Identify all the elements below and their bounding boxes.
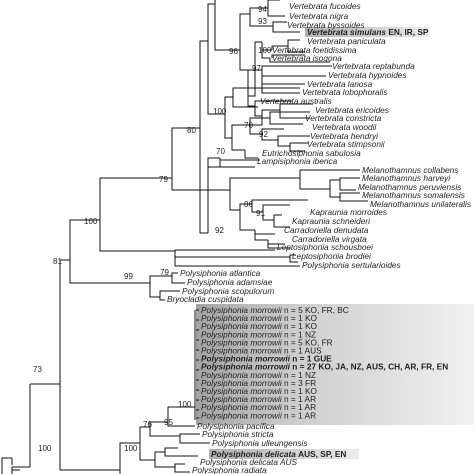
- bootstrap-value: 96: [229, 47, 238, 56]
- bootstrap-value: 99: [124, 272, 133, 281]
- bootstrap-value: 93: [258, 17, 267, 26]
- taxon-polysiphonia-stricta: Polysiphonia stricta: [202, 429, 274, 439]
- taxon-vertebrata-isogona: Vertebrata isogona: [272, 53, 342, 63]
- bootstrap-value: 91: [256, 209, 265, 218]
- taxon-polysiphonia-morrowii: Polysiphonia morrowii n = 1 AR: [201, 410, 316, 420]
- taxon-polysiphonia-pacifica: Polysiphonia pacifica: [197, 421, 275, 431]
- taxon-polysiphonia-ulleungensis: Polysiphonia ulleungensis: [212, 438, 307, 448]
- taxon-bryocladia-cuspidata: Bryocladia cuspidata: [167, 294, 244, 304]
- bootstrap-value: 80: [187, 126, 196, 135]
- taxon-polysiphonia-morrowii: Polysiphonia morrowii n = 27 KO, JA, NZ,…: [201, 362, 448, 372]
- taxon-vertebrata-foetidissima: Vertebrata foetidissima: [272, 45, 357, 55]
- taxon-polysiphonia-adamsiae: Polysiphonia adamsiae: [187, 277, 273, 287]
- taxon-melanothamnus-peruviensis: Melanothamnus peruviensis: [358, 182, 461, 192]
- taxon-melanothamnus-collabens: Melanothamnus collabens: [362, 165, 458, 175]
- bootstrap-value: 73: [33, 365, 42, 374]
- taxon-kapraunia-schneideri: Kapraunia schneideri: [292, 216, 371, 226]
- taxon-vertebrata-stimpsonii: Vertebrata stimpsonii: [307, 139, 386, 149]
- taxon-polysiphonia-delicata-1: Polysiphonia delicata AUS, SP, EN: [211, 449, 346, 459]
- bootstrap-value: 100: [84, 217, 98, 226]
- taxon-vertebrata-byssoides: Vertebrata byssoides: [287, 20, 365, 30]
- taxon-lampisiphonia-iberica: Lampisiphonia iberica: [257, 156, 338, 166]
- bootstrap-value: 81: [53, 257, 62, 266]
- taxon-polysiphonia-morrowii: Polysiphonia morrowii n = 1 AR: [201, 402, 316, 412]
- taxon-polysiphonia-morrowii: Polysiphonia morrowii n = 1 KO: [201, 386, 318, 396]
- taxon-vertebrata-australis: Vertebrata australis: [260, 96, 332, 106]
- taxon-leptosiphonia-schousboei: Leptosiphonia schousboei: [277, 242, 374, 252]
- bootstrap-value: 100: [178, 400, 192, 409]
- taxon-vertebrata-reptabunda: Vertebrata reptabunda: [332, 61, 415, 71]
- taxon-polysiphonia-morrowii: Polysiphonia morrowii n = 1 KO: [201, 321, 318, 331]
- taxon-labels: Vertebrata fucoides Vertebrata nigra Ver…: [167, 1, 471, 474]
- bootstrap-value: 79: [159, 175, 168, 184]
- taxon-polysiphonia-morrowii: Polysiphonia morrowii n = 1 AUS: [201, 346, 322, 356]
- taxon-polysiphonia-morrowii: Polysiphonia morrowii n = 1 NZ: [201, 329, 316, 339]
- morrowii-rows: Polysiphonia morrowii n = 5 KO, FR, BCPo…: [201, 305, 448, 420]
- taxon-kapraunia-morroides: Kapraunia morroides: [310, 207, 387, 217]
- taxon-vertebrata-ericoides: Vertebrata ericoides: [315, 105, 389, 115]
- taxon-vertebrata-lobophoralis: Vertebrata lobophoralis: [302, 87, 387, 97]
- bootstrap-value: 76: [143, 420, 152, 429]
- taxon-vertebrata-simulans: Vertebrata simulans EN, IR, SP: [307, 27, 429, 37]
- taxon-polysiphonia-morrowii: Polysiphonia morrowii n = 1 KO: [201, 313, 318, 323]
- bootstrap-value: 100: [213, 107, 227, 116]
- highlight-morrowii-clade: [196, 304, 474, 425]
- bootstrap-value: 79: [160, 268, 169, 277]
- bootstrap-value: 100: [38, 444, 52, 453]
- highlight-delicata: [209, 449, 359, 459]
- bootstrap-value: 100: [124, 444, 138, 453]
- taxon-leptosiphonia-brodiei: Leptosiphonia brodiei: [292, 251, 372, 261]
- bootstrap-value: 100: [258, 46, 272, 55]
- bootstrap-value: 94: [258, 5, 267, 14]
- taxon-polysiphonia-radiata: Polysiphonia radiata: [192, 465, 267, 474]
- taxon-melanothamnus-unilateralis: Melanothamnus unilateralis: [370, 199, 471, 209]
- taxon-polysiphonia-morrowii: Polysiphonia morrowii n = 5 KO, FR, BC: [201, 305, 349, 315]
- taxon-vertebrata-fucoides: Vertebrata fucoides: [289, 1, 361, 11]
- taxon-polysiphonia-morrowii: Polysiphonia morrowii n = 1 AR: [201, 394, 316, 404]
- bootstrap-value: 86: [244, 200, 253, 209]
- taxon-vertebrata-nigra: Vertebrata nigra: [289, 11, 349, 21]
- taxon-polysiphonia-morrowii: Polysiphonia morrowii n = 5 KO, FR: [201, 337, 333, 347]
- taxon-vertebrata-hypnoides: Vertebrata hypnoides: [328, 70, 407, 80]
- bootstrap-value: 92: [259, 130, 268, 139]
- taxon-melanothamnus-somalensis: Melanothamnus somalensis: [362, 190, 465, 200]
- bootstrap-value: 70: [216, 147, 225, 156]
- highlight-simulans: [305, 27, 430, 37]
- taxon-polysiphonia-sertularioides: Polysiphonia sertularioides: [302, 260, 401, 270]
- tree-branches: [1, 0, 368, 474]
- taxon-polysiphonia-morrowii: Polysiphonia morrowii n = 1 GUE: [201, 354, 332, 364]
- bootstrap-value: 92: [215, 226, 224, 235]
- taxon-vertebrata-lanosa: Vertebrata lanosa: [307, 79, 373, 89]
- taxon-eutrichosiphonia-sabulosia: Eutrichosiphonia sabulosia: [262, 148, 361, 158]
- taxon-vertebrata-woodii: Vertebrata woodii: [312, 122, 377, 132]
- taxon-melanothamnus-harveyi: Melanothamnus harveyi: [362, 173, 451, 183]
- taxon-vertebrata-paniculata: Vertebrata paniculata: [307, 36, 386, 46]
- bootstrap-value: 95: [164, 418, 173, 427]
- bootstrap-value: 70: [244, 121, 253, 130]
- taxon-polysiphonia-morrowii: Polysiphonia morrowii n = 3 FR: [201, 378, 316, 388]
- bootstrap-values: 94 93 96 100 97 100 70 92 80 70 79 86 91…: [33, 5, 272, 453]
- bootstrap-value: 97: [252, 64, 261, 73]
- taxon-polysiphonia-delicata-2: Polysiphonia delicata AUS: [200, 457, 297, 467]
- taxon-carradoriella-denudata: Carradoriella denudata: [284, 225, 369, 235]
- taxon-vertebrata-hendryi: Vertebrata hendryi: [310, 131, 379, 141]
- taxon-carradoriella-virgata: Carradoriella virgata: [292, 234, 367, 244]
- taxon-polysiphonia-scopulorum: Polysiphonia scopulorum: [182, 286, 274, 296]
- taxon-vertebrata-constricta: Vertebrata constricta: [305, 113, 382, 123]
- taxon-polysiphonia-atlantica: Polysiphonia atlantica: [180, 268, 261, 278]
- taxon-polysiphonia-morrowii: Polysiphonia morrowii n = 1 NZ: [201, 370, 316, 380]
